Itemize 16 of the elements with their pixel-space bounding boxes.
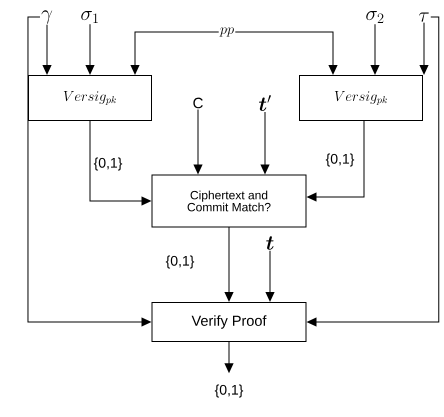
input-symbol: $\sigma_2$	[366, 10, 384, 24]
input-symbol: $pp$	[220, 27, 234, 36]
process-box: Verify Proof	[152, 302, 306, 342]
input-symbol: C	[193, 98, 203, 108]
input-symbol: $\tau$	[418, 12, 429, 22]
edge-label: {0,1}	[326, 153, 354, 167]
process-box: Ciphertext and Commit Match?	[152, 174, 306, 228]
input-symbol: $\boldsymbol{t}$	[266, 236, 274, 250]
output-label: {0,1}	[214, 384, 244, 398]
edge-label: {0,1}	[94, 157, 122, 171]
process-box: $Versig_{pk}$	[299, 75, 423, 121]
edge-label: {0,1}	[166, 255, 194, 269]
process-box: $Versig_{pk}$	[28, 75, 152, 121]
input-symbol: $\sigma_1$	[81, 10, 98, 24]
input-symbol: $\boldsymbol{t}^{\prime}$	[258, 95, 271, 111]
input-symbol: $\gamma$	[42, 10, 52, 24]
